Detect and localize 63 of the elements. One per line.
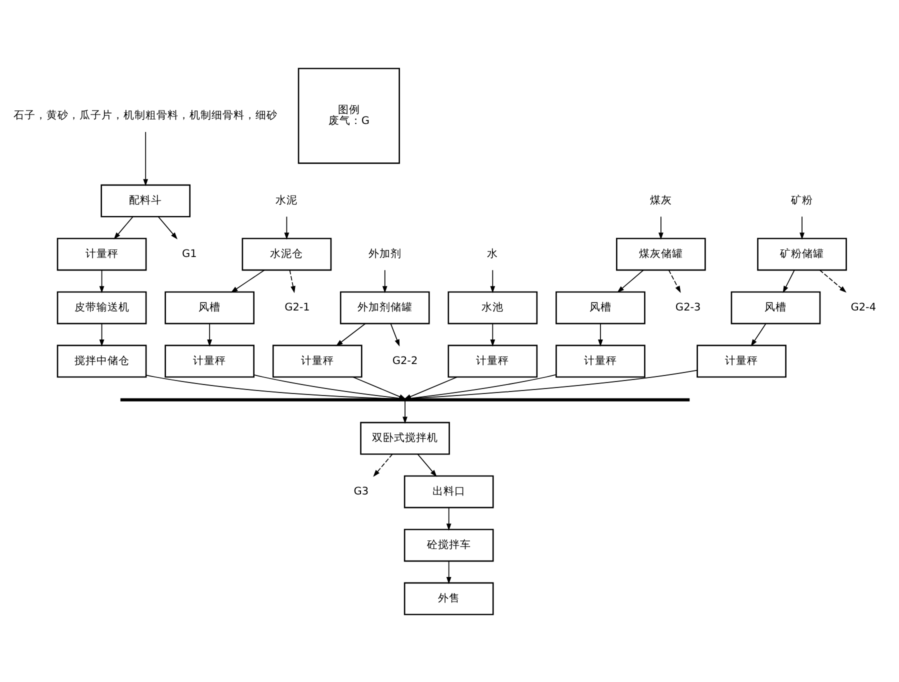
arrow: [490, 322, 496, 346]
arrow: [143, 131, 148, 186]
node-box: 水池: [448, 290, 538, 324]
arrow: [658, 216, 664, 240]
arrow: [99, 322, 104, 346]
arrow: [390, 322, 400, 346]
arrow: [446, 506, 452, 530]
node-text: 矿粉: [791, 194, 814, 206]
node-box: 水泥仓: [242, 237, 332, 270]
arrow: [668, 269, 681, 292]
node-text: G2-2: [392, 354, 418, 366]
node-box: 配料斗: [100, 184, 191, 217]
node-box: 计量秤: [448, 344, 538, 378]
arrow: [402, 400, 408, 424]
node-text: G2-3: [675, 300, 701, 313]
node-box: 砼搅拌车: [404, 528, 494, 562]
node-box: 计量秤: [56, 237, 147, 270]
node-box: 煤灰储罐: [616, 237, 706, 270]
node-text: 外加剂: [368, 248, 402, 260]
node-text: 石子，黄砂，瓜子片，机制粗骨料，机制细骨料，细砂: [14, 109, 278, 122]
node-box: 出料口: [404, 474, 494, 508]
node-box: 计量秤: [164, 344, 254, 378]
node-text: 水: [487, 248, 498, 260]
node-text: 煤灰: [650, 194, 672, 206]
node-box: 风槽: [556, 290, 646, 324]
arrow: [230, 269, 265, 292]
arrow: [617, 269, 644, 292]
arrow: [158, 216, 178, 239]
node-text: 水泥: [276, 194, 298, 206]
node-box: 风槽: [164, 290, 254, 324]
node-box: 计量秤: [272, 344, 362, 378]
arrow: [490, 269, 496, 293]
node-box: 双卧式搅拌机: [360, 421, 450, 454]
arrow: [750, 322, 766, 346]
node-text: G1: [182, 248, 197, 260]
node-box: 搅拌中储仓: [56, 344, 147, 378]
node-box: 外售: [404, 582, 494, 615]
node-box: 皮带输送机: [56, 290, 147, 324]
arrow: [417, 453, 437, 476]
arrow: [99, 269, 104, 293]
node-box: 外加剂储罐: [340, 290, 430, 324]
arrow: [782, 269, 795, 292]
arrow: [382, 269, 388, 293]
arrow: [800, 216, 804, 240]
node-text: G2-1: [284, 300, 310, 313]
node-box: 图例 废气：G: [298, 67, 400, 164]
arrow: [352, 376, 406, 399]
node-box: 计量秤: [556, 344, 646, 378]
arrow: [289, 269, 296, 293]
arrow: [446, 560, 452, 584]
node-text: G3: [354, 485, 369, 498]
node-box: 矿粉储罐: [757, 237, 847, 270]
arrow: [819, 269, 846, 292]
node-text: G2-4: [850, 300, 876, 313]
arrow: [373, 453, 393, 476]
arrow: [284, 216, 290, 240]
arrow: [336, 322, 366, 346]
node-bar: [120, 398, 690, 401]
arrow: [598, 322, 603, 346]
node-box: 计量秤: [696, 344, 786, 378]
arrow: [207, 322, 212, 346]
node-box: 风槽: [730, 290, 821, 324]
arrow: [114, 216, 134, 239]
